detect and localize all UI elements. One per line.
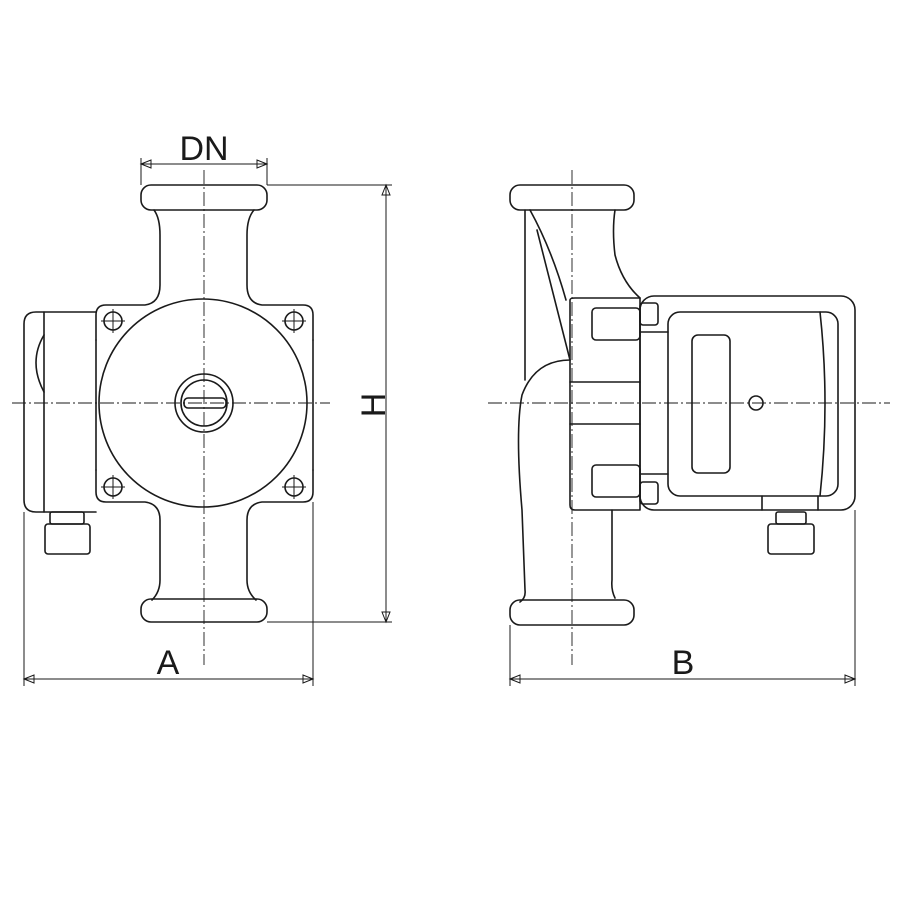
front-cable-gland-top — [49, 511, 85, 525]
side-lug-bottom — [591, 464, 641, 498]
front-view — [12, 170, 330, 665]
side-motor-body-outer — [639, 295, 856, 511]
side-cable-gland-top — [775, 511, 807, 525]
side-mounting-plate — [569, 297, 641, 511]
dimension-b: B — [508, 510, 857, 686]
front-body-sides — [95, 339, 314, 471]
label-b: B — [672, 644, 695, 682]
dimension-h: H — [267, 183, 393, 624]
side-upper-volute — [524, 209, 641, 381]
side-mounting-lines — [569, 381, 641, 425]
side-motor-body-inner — [667, 311, 839, 497]
dimension-a: A — [22, 502, 315, 686]
front-terminal-bulge — [35, 334, 45, 393]
side-lug-bottom-tab — [639, 481, 659, 505]
front-terminal-box — [23, 311, 97, 513]
side-cable-gland — [767, 523, 815, 555]
front-lower-neck — [95, 469, 314, 601]
side-lower-volute — [517, 359, 616, 603]
side-lug-top — [591, 307, 641, 341]
side-view — [488, 170, 890, 665]
bolt-holes — [101, 309, 306, 499]
front-upper-neck — [95, 209, 314, 341]
label-dn: DN — [179, 130, 228, 168]
side-motor-divider — [819, 311, 826, 497]
front-cable-gland — [44, 523, 91, 555]
side-terminal-base — [761, 495, 819, 511]
side-volute-curve — [529, 209, 571, 361]
side-window-slot — [691, 334, 731, 474]
side-lug-top-tab — [639, 302, 659, 326]
dimension-dn: DN — [139, 130, 269, 185]
label-a: A — [157, 644, 180, 682]
side-motor-step — [639, 331, 669, 475]
label-h: H — [355, 393, 393, 418]
